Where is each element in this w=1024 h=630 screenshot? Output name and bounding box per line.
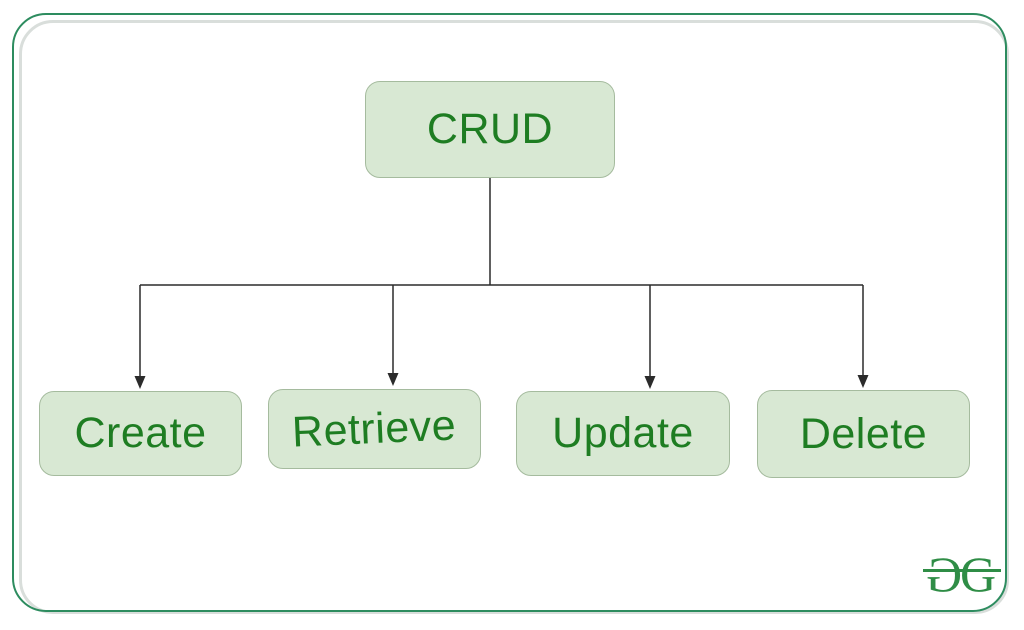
logo-letter-g-mirrored: G xyxy=(925,546,962,602)
node-delete-label: Delete xyxy=(799,409,928,458)
arrowhead-create xyxy=(134,376,146,389)
logo-letter-g: G xyxy=(960,546,997,602)
frame-shadow xyxy=(19,20,1009,614)
node-retrieve-label: Retrieve xyxy=(291,400,458,457)
arrowhead-retrieve xyxy=(387,373,399,386)
rounded-border-frame xyxy=(12,13,1007,612)
arrowhead-update xyxy=(644,376,656,389)
node-delete: Delete xyxy=(757,390,970,478)
node-crud-label: CRUD xyxy=(426,105,554,153)
node-create: Create xyxy=(39,391,242,476)
node-retrieve: Retrieve xyxy=(268,389,481,469)
node-create-label: Create xyxy=(74,409,207,457)
node-update-label: Update xyxy=(552,409,694,457)
node-update: Update xyxy=(516,391,730,476)
logo-crossbar xyxy=(923,569,1001,572)
node-crud: CRUD xyxy=(365,81,615,178)
arrowhead-delete xyxy=(857,375,869,388)
